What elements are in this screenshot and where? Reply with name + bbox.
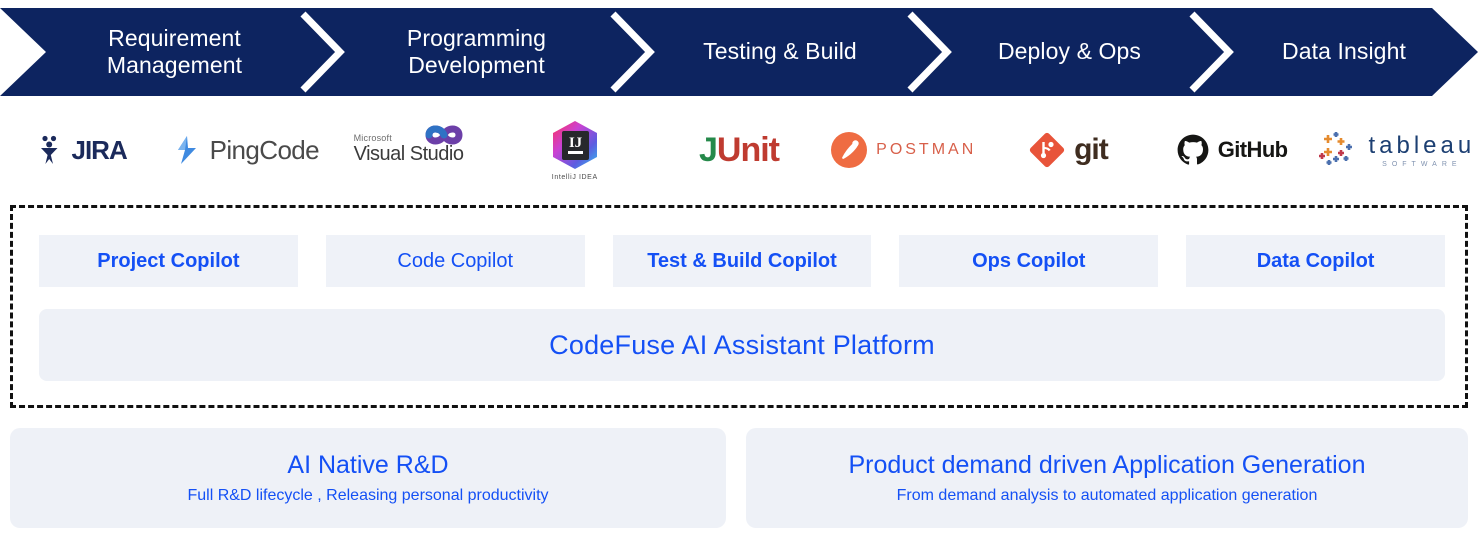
tableau-sub-wordmark: SOFTWARE xyxy=(1382,161,1462,168)
copilot-card-project[interactable]: Project Copilot xyxy=(39,235,298,287)
tool-logo-postman[interactable]: POSTMAN xyxy=(821,104,985,196)
postman-wordmark: POSTMAN xyxy=(876,141,977,158)
jira-wordmark: JIRA xyxy=(71,134,127,165)
copilot-card-row: Project Copilot Code Copilot Test & Buil… xyxy=(39,235,1445,287)
github-icon xyxy=(1177,134,1209,165)
tool-logo-intellij-idea[interactable]: IJ IntelliJ IDEA xyxy=(493,104,657,196)
copilot-card-code[interactable]: Code Copilot xyxy=(325,235,585,287)
intellij-idea-icon: IJ xyxy=(552,121,597,169)
pipeline-stage-data-insight[interactable]: Data Insight xyxy=(1229,16,1459,88)
jira-icon xyxy=(41,135,58,164)
git-icon xyxy=(1029,132,1065,168)
visual-studio-vendor: Microsoft xyxy=(353,133,392,143)
junit-wordmark-j: J xyxy=(698,130,718,169)
tool-logo-github[interactable]: GitHub xyxy=(1150,104,1314,196)
tool-logo-tableau[interactable]: tableau SOFTWARE xyxy=(1314,104,1478,196)
codefuse-platform-container: Project Copilot Code Copilot Test & Buil… xyxy=(10,205,1468,408)
pipeline-banner-shape xyxy=(0,8,1478,96)
stage-label-line2: Management xyxy=(106,52,243,78)
outcome-panel-subtitle: From demand analysis to automated applic… xyxy=(896,487,1318,504)
copilot-card-test-build[interactable]: Test & Build Copilot xyxy=(612,235,872,287)
stage-label-line1: Requirement xyxy=(108,24,241,51)
tool-logo-jira[interactable]: JIRA xyxy=(0,104,164,196)
copilot-card-label: Ops Copilot xyxy=(972,249,1086,272)
outcome-panel-row: AI Native R&D Full R&D lifecycle , Relea… xyxy=(10,428,1468,528)
stage-label-line1: Data Insight xyxy=(1282,38,1406,65)
pingcode-wordmark: PingCode xyxy=(209,134,320,165)
stage-label-line1: Deploy & Ops xyxy=(997,38,1142,65)
github-wordmark: GitHub xyxy=(1217,137,1288,162)
copilot-card-label: Data Copilot xyxy=(1256,249,1375,272)
intellij-idea-caption: IntelliJ IDEA xyxy=(551,174,598,181)
visual-studio-wordmark: Visual Studio xyxy=(353,143,464,165)
stage-label-line1: Testing & Build xyxy=(703,38,857,65)
outcome-panel-title: Product demand driven Application Genera… xyxy=(848,451,1366,479)
copilot-card-label: Code Copilot xyxy=(397,249,513,272)
pipeline-stage-programming-development[interactable]: Programming Development xyxy=(340,16,613,88)
outcome-panel-ai-native-rd[interactable]: AI Native R&D Full R&D lifecycle , Relea… xyxy=(10,428,726,528)
tableau-icon xyxy=(1319,132,1353,165)
svg-text:IJ: IJ xyxy=(569,135,583,151)
pipeline-stage-requirement-management[interactable]: Requirement Management xyxy=(46,16,303,88)
visual-studio-infinity-icon xyxy=(425,125,463,145)
tool-logo-junit[interactable]: J Unit xyxy=(657,104,821,196)
stage-label-line2: Development xyxy=(408,52,545,78)
git-wordmark: git xyxy=(1074,133,1109,166)
pingcode-icon xyxy=(177,136,196,164)
postman-icon xyxy=(831,132,868,168)
pipeline-banner: Requirement Management Programming Devel… xyxy=(0,8,1478,96)
pipeline-stage-deploy-ops[interactable]: Deploy & Ops xyxy=(947,16,1192,88)
tool-logo-visual-studio[interactable]: Microsoft Visual Studio xyxy=(328,104,492,196)
pipeline-stage-testing-build[interactable]: Testing & Build xyxy=(650,16,910,88)
outcome-panel-title: AI Native R&D xyxy=(287,451,449,479)
tool-logo-git[interactable]: git xyxy=(985,104,1149,196)
copilot-card-data[interactable]: Data Copilot xyxy=(1186,235,1445,287)
tool-logo-strip: JIRA PingCode Microsoft Visual Studio xyxy=(0,104,1478,196)
tableau-wordmark: tableau xyxy=(1368,132,1476,159)
copilot-card-label: Project Copilot xyxy=(97,249,240,272)
copilot-card-ops[interactable]: Ops Copilot xyxy=(899,235,1159,287)
codefuse-platform-bar[interactable]: CodeFuse AI Assistant Platform xyxy=(39,309,1445,381)
junit-wordmark-unit: Unit xyxy=(716,130,780,169)
outcome-panel-application-generation[interactable]: Product demand driven Application Genera… xyxy=(746,428,1468,528)
outcome-panel-subtitle: Full R&D lifecycle , Releasing personal … xyxy=(187,487,549,504)
stage-label-line1: Programming xyxy=(406,24,547,51)
tool-logo-pingcode[interactable]: PingCode xyxy=(164,104,328,196)
codefuse-platform-bar-label: CodeFuse AI Assistant Platform xyxy=(549,329,935,360)
copilot-card-label: Test & Build Copilot xyxy=(647,249,837,272)
